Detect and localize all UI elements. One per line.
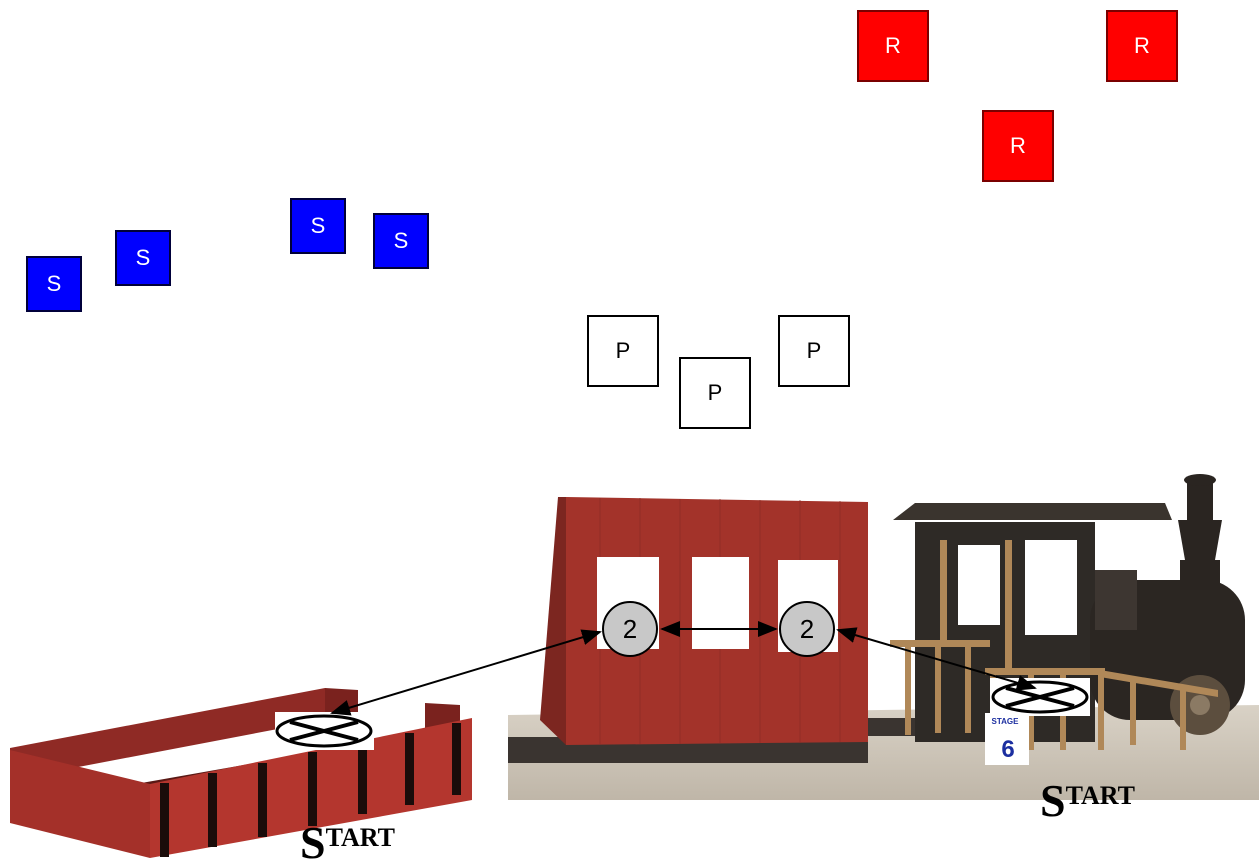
svg-text:START: START	[1040, 775, 1135, 826]
stage-sign-label: STAGE	[992, 717, 1020, 726]
start-right-initial: S	[1040, 775, 1066, 826]
window-marker-left-label: 2	[623, 614, 637, 644]
start-label-right: START	[1040, 775, 1135, 826]
window-marker-left: 2	[603, 602, 657, 656]
window-marker-right-label: 2	[800, 614, 814, 644]
start-left-initial: S	[300, 817, 326, 867]
window-marker-right: 2	[780, 602, 834, 656]
start-left-rest: TART	[326, 823, 395, 852]
start-position-marker-left	[275, 712, 374, 750]
svg-text:START: START	[300, 817, 395, 867]
start-position-marker-right	[990, 678, 1090, 716]
stage-sign: STAGE 6	[985, 713, 1029, 765]
start-right-rest: TART	[1066, 781, 1135, 810]
stage-number: 6	[1001, 736, 1014, 763]
trough-structure	[10, 688, 472, 858]
start-label-left: START	[300, 817, 395, 867]
